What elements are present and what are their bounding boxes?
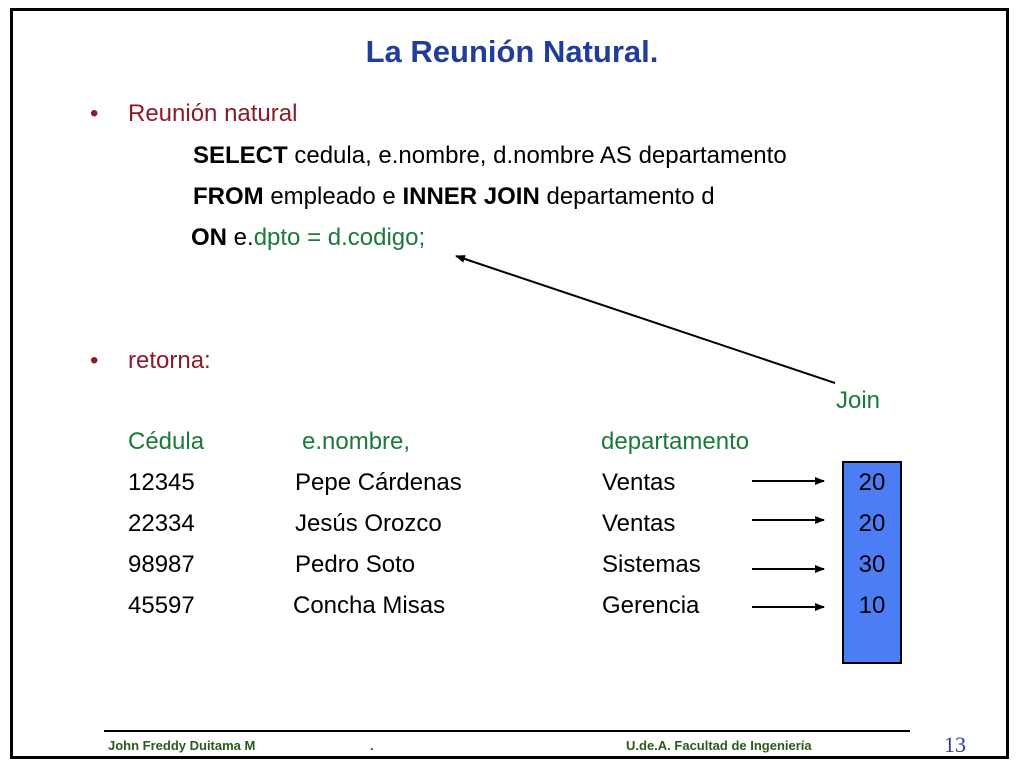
sql-line-select: SELECT cedula, e.nombre, d.nombre AS dep…	[193, 142, 787, 170]
table-row-departamento: Sistemas	[602, 551, 701, 578]
slide-title: La Reunión Natural.	[365, 34, 659, 69]
table-row-nombre: Pepe Cárdenas	[295, 469, 462, 496]
sql-from-table: empleado e	[270, 183, 396, 210]
table-row-cedula: 98987	[128, 551, 195, 578]
table-row-cedula: 22334	[128, 510, 195, 537]
join-code-column	[842, 461, 902, 664]
footer-dot: .	[370, 738, 374, 753]
bullet-retorna: retorna:	[128, 347, 211, 374]
join-pointer-arrow	[455, 255, 836, 384]
bullet-marker: •	[90, 347, 99, 374]
sql-line-from: FROM empleado e INNER JOIN departamento …	[193, 183, 715, 211]
table-row-codigo: 20	[858, 469, 886, 496]
sql-keyword-on: ON	[191, 224, 227, 251]
sql-keyword-select: SELECT	[193, 142, 288, 169]
table-row-cedula: 45597	[128, 592, 195, 619]
bullet-reunion-natural: Reunión natural	[128, 100, 298, 127]
page-number: 13	[944, 732, 966, 757]
column-header-departamento: departamento	[601, 428, 750, 455]
sql-keyword-from: FROM	[193, 183, 264, 210]
sql-on-condition: dpto = d.codigo;	[253, 224, 426, 251]
column-header-cedula: Cédula	[128, 428, 205, 455]
table-row-departamento: Ventas	[602, 469, 676, 496]
table-row-cedula: 12345	[128, 469, 195, 496]
footer-institution: U.de.A. Facultad de Ingeniería	[626, 738, 812, 753]
table-row-departamento: Gerencia	[602, 592, 700, 619]
table-row-nombre: Concha Misas	[293, 592, 446, 619]
sql-join-table: departamento d	[546, 183, 715, 210]
table-row-nombre: Pedro Soto	[295, 551, 416, 578]
footer-divider	[104, 730, 910, 732]
footer-author: John Freddy Duitama M	[108, 738, 256, 753]
table-row-codigo: 30	[858, 551, 886, 578]
join-label: Join	[836, 387, 881, 414]
sql-select-columns: cedula, e.nombre, d.nombre AS departamen…	[294, 142, 787, 169]
sql-keyword-inner-join: INNER JOIN	[402, 183, 540, 210]
column-header-nombre: e.nombre,	[302, 428, 411, 455]
sql-on-alias: e.	[233, 224, 254, 251]
table-row-nombre: Jesús Orozco	[295, 510, 442, 537]
bullet-marker: •	[90, 100, 99, 127]
table-row-departamento: Ventas	[602, 510, 676, 537]
table-row-codigo: 20	[858, 510, 886, 537]
sql-line-on: ON e.dpto = d.codigo;	[191, 224, 425, 252]
table-row-codigo: 10	[858, 592, 886, 619]
slide-frame	[10, 8, 1009, 759]
